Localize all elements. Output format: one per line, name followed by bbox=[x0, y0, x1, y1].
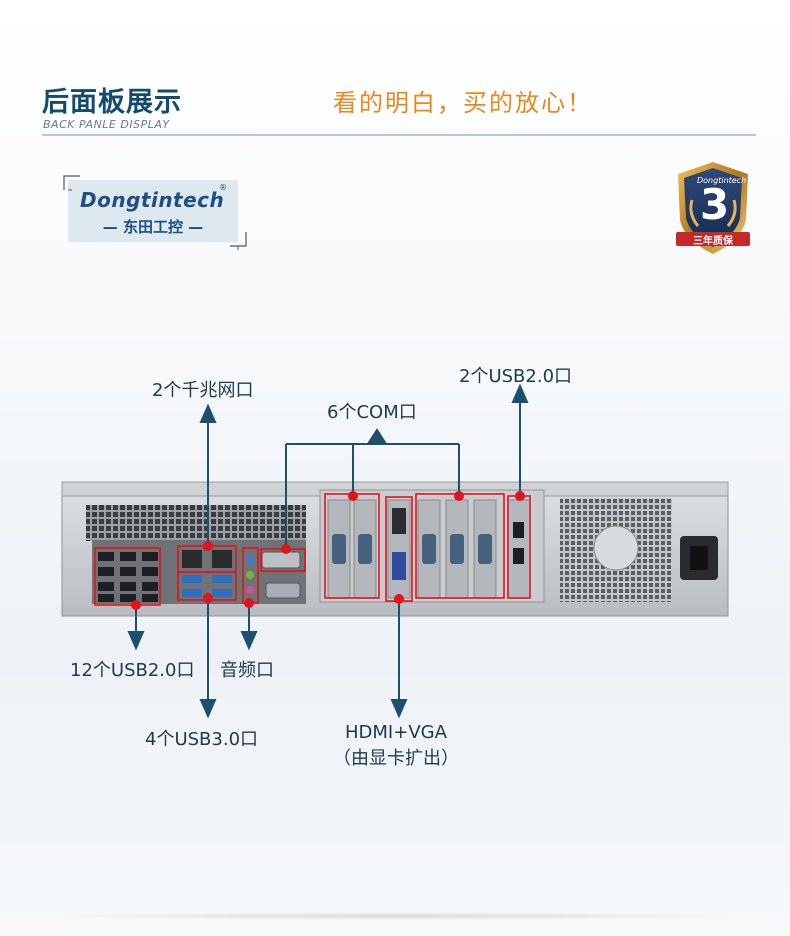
label-audio: 音频口 bbox=[220, 660, 274, 681]
warranty-number: 3 bbox=[700, 180, 730, 229]
badge-brand: Dongtintech bbox=[697, 176, 747, 185]
warranty-text: 三年质保 bbox=[693, 236, 733, 247]
footer-shadow bbox=[40, 912, 750, 920]
label-usb20-bottom: 12个USB2.0口 bbox=[70, 660, 195, 681]
brand-name-cn: — 东田工控 — bbox=[102, 218, 204, 236]
page-title: 后面板展示 bbox=[42, 87, 182, 118]
label-gigabit-lan: 2个千兆网口 bbox=[152, 380, 254, 401]
label-hdmi-vga-note: （由显卡扩出） bbox=[333, 748, 459, 769]
registered-icon: ® bbox=[219, 183, 227, 192]
label-com-ports: 6个COM口 bbox=[327, 402, 417, 423]
logo-corner-marks bbox=[63, 175, 247, 250]
label-usb30: 4个USB3.0口 bbox=[145, 729, 259, 750]
brand-name-en: Dongtintech bbox=[80, 188, 225, 212]
label-usb20-top: 2个USB2.0口 bbox=[459, 366, 573, 387]
page-subtitle: BACK PANLE DISPLAY bbox=[43, 118, 170, 131]
laurel-icon bbox=[689, 199, 737, 227]
slogan: 看的明白，买的放心！ bbox=[333, 89, 593, 117]
label-hdmi-vga: HDMI+VGA bbox=[345, 722, 447, 743]
brand-logo bbox=[68, 180, 238, 242]
warranty-shield-icon bbox=[676, 162, 750, 254]
header-divider bbox=[42, 134, 756, 136]
